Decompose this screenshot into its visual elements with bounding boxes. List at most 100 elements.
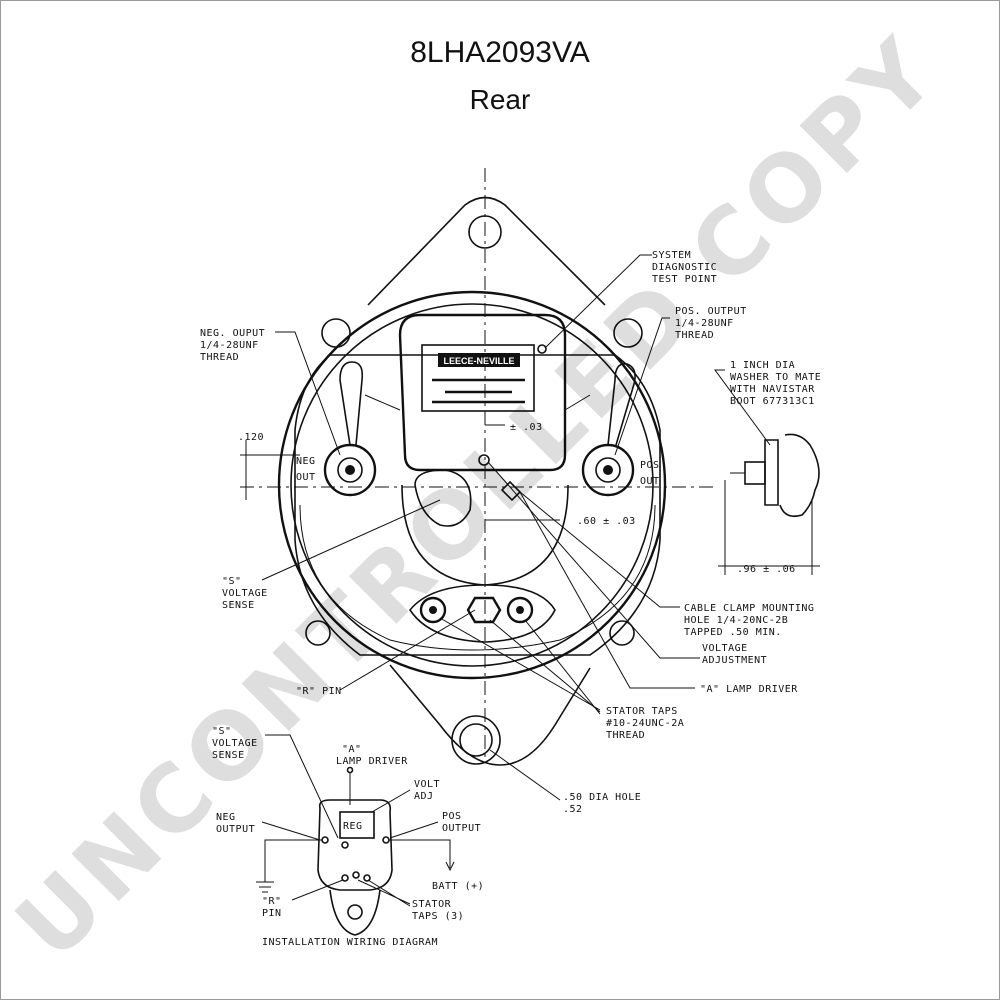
- leader-voltage-adj: [487, 461, 700, 659]
- pos-output-nut: [595, 457, 621, 483]
- wd-s-label-3: SENSE: [212, 750, 245, 761]
- wiring-neg-terminal: [321, 836, 329, 844]
- leader-washer: [714, 369, 771, 446]
- wiring-pos-leader: [389, 821, 439, 839]
- housing-inner: [290, 303, 654, 667]
- wiring-ground-wire: [264, 839, 322, 882]
- wiring-reg-label: REG: [343, 821, 363, 832]
- pos-output-label-3: THREAD: [675, 330, 714, 341]
- voltage-adj-label-2: ADJUSTMENT: [702, 655, 767, 666]
- wd-s-label-1: "S": [212, 726, 232, 737]
- bottom-mounting-hole-inner: [459, 723, 493, 757]
- washer-label-4: BOOT 677313C1: [730, 396, 815, 407]
- neg-output-nut: [337, 457, 363, 483]
- wiring-reg-terminal: [341, 841, 349, 849]
- bottom-mounting-hole-outer: [451, 715, 501, 765]
- neg-out-label-2: OUT: [296, 472, 316, 483]
- r-pin-label: "R" PIN: [296, 686, 342, 697]
- wd-caption: INSTALLATION WIRING DIAGRAM: [262, 937, 438, 948]
- washer-label-1: 1 INCH DIA: [730, 360, 795, 371]
- cable-clamp-label-3: TAPPED .50 MIN.: [684, 627, 782, 638]
- system-test-label-1: SYSTEM: [652, 250, 691, 261]
- dim-pm03-label: ± .03: [510, 422, 543, 433]
- regulator-plate: [421, 344, 535, 412]
- wd-volt-label-2: ADJ: [414, 791, 434, 802]
- rear-cover: [294, 354, 661, 656]
- terminal-stud-side: [744, 461, 766, 485]
- pos-output-label-1: POS. OUTPUT: [675, 306, 747, 317]
- brand-plate-text: LEECE-NEVILLE: [443, 356, 514, 366]
- wiring-bottom-hole: [347, 904, 363, 920]
- wiring-neg-leader: [261, 821, 321, 841]
- top-mounting-hole: [468, 215, 502, 249]
- upper-right-bolt: [613, 318, 643, 348]
- stator-taps-label-3: THREAD: [606, 730, 645, 741]
- watermark-text: UNCONTROLLED COPY: [0, 16, 960, 980]
- wiring-pos-terminal: [382, 836, 390, 844]
- stator-tap-center: [466, 596, 502, 624]
- neg-output-label-3: THREAD: [200, 352, 239, 363]
- pos-strap: [607, 363, 636, 446]
- cable-clamp-hole: [500, 480, 522, 502]
- leader-hole: [489, 749, 561, 801]
- a-lamp-label: "A" LAMP DRIVER: [700, 684, 798, 695]
- stator-taps-label-2: #10-24UNC-2A: [606, 718, 684, 729]
- wd-stator-label-1: STATOR: [412, 899, 452, 910]
- wiring-s-leader: [265, 734, 339, 839]
- voltage-adjust-screw: [478, 454, 490, 466]
- washer-side: [764, 439, 779, 506]
- wiring-volt-leader: [371, 789, 411, 813]
- wiring-r-leader: [291, 879, 344, 901]
- wd-stator-label-2: TAPS (3): [412, 911, 464, 922]
- wiring-regulator-box: [339, 811, 375, 839]
- strap-links: [364, 394, 591, 411]
- top-mounting-ear: [367, 196, 606, 306]
- wd-pos-label-1: POS: [442, 811, 462, 822]
- hole-label-52: .52: [563, 804, 583, 815]
- cable-clamp-label-1: CABLE CLAMP MOUNTING: [684, 603, 814, 614]
- neg-output-label-1: NEG. OUPUT: [200, 328, 265, 339]
- wiring-batt-arrow: [445, 861, 455, 872]
- wiring-stator-1: [341, 874, 349, 882]
- stator-taps-label-1: STATOR TAPS: [606, 706, 678, 717]
- wd-neg-label-1: NEG: [216, 812, 236, 823]
- dim-60-label: .60 ± .03: [577, 516, 636, 527]
- wiring-stator-leader: [357, 879, 411, 907]
- leader-a-lamp: [519, 491, 695, 689]
- system-test-label-3: TEST POINT: [652, 274, 717, 285]
- leader-system-test: [544, 254, 652, 349]
- pos-out-label-1: POS: [640, 460, 660, 471]
- leader-r-pin: [339, 609, 476, 691]
- leader-cable-clamp: [519, 491, 680, 608]
- leader-neg-output: [275, 331, 341, 456]
- wiring-stator-3: [363, 874, 371, 882]
- stator-tap-right: [506, 596, 534, 624]
- wd-r-label-1: "R": [262, 896, 282, 907]
- wiring-stator-2: [352, 871, 360, 879]
- voltage-adj-label-1: VOLTAGE: [702, 643, 748, 654]
- neg-strap: [339, 361, 364, 446]
- stator-tap-left-stud: [429, 606, 437, 614]
- wiring-a-terminal: [346, 766, 354, 774]
- pos-output-label-2: 1/4-28UNF: [675, 318, 734, 329]
- cover-rim: [299, 504, 656, 651]
- dim-120-label: .120: [238, 432, 264, 443]
- wd-volt-label-1: VOLT: [414, 779, 440, 790]
- wd-neg-label-2: OUTPUT: [216, 824, 255, 835]
- pos-out-label-2: OUT: [640, 476, 660, 487]
- brand-plate-bg: [438, 353, 520, 367]
- cable-clamp-label-2: HOLE 1/4-20NC-2B: [684, 615, 788, 626]
- wd-a-label-1: "A": [342, 744, 362, 755]
- hole-label-50: .50 DIA HOLE: [563, 792, 641, 803]
- washer-label-2: WASHER TO MATE: [730, 372, 821, 383]
- wiring-batt-wire: [389, 839, 451, 868]
- neg-output-stud: [345, 465, 355, 475]
- stator-tap-right-stud: [516, 606, 524, 614]
- leader-stator-taps: [439, 617, 601, 715]
- page-subtitle: Rear: [469, 84, 531, 115]
- s-sense-label-3: SENSE: [222, 600, 255, 611]
- lower-left-bolt: [305, 620, 331, 646]
- regulator-housing: [398, 313, 567, 472]
- wd-a-label-2: LAMP DRIVER: [336, 756, 408, 767]
